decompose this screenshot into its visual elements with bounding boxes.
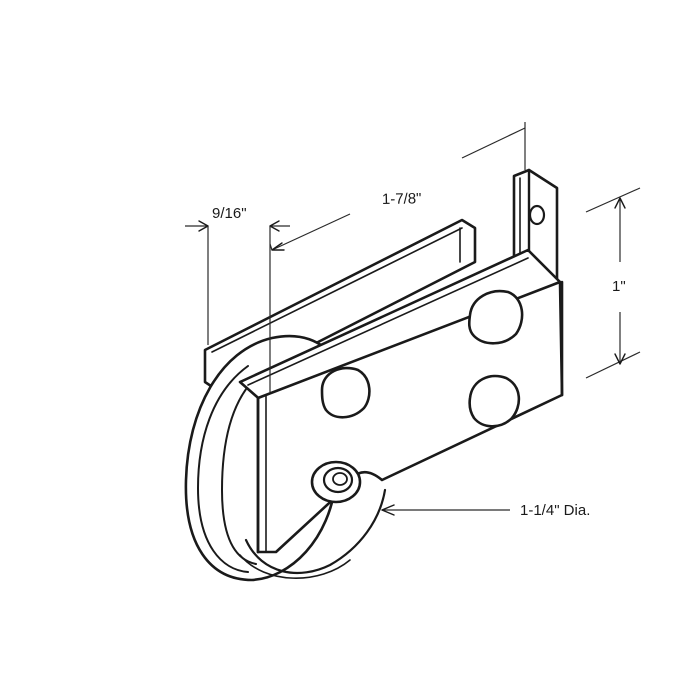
dimension-width: 1-7/8" [269,122,526,251]
rivet-top-right [467,289,524,345]
label-wheel-diameter: 1-1/4" Dia. [520,502,590,519]
rivets [320,289,524,428]
label-thickness: 9/16" [212,205,247,222]
callout-wheel-diameter: 1-1/4" Dia. [381,502,590,519]
rivet-middle-left [320,366,371,419]
label-width: 1-7/8" [382,190,422,208]
label-height: 1" [612,278,626,295]
dimension-thickness: 9/16" [185,205,290,392]
tab-hole [528,204,546,226]
rivet-bottom-right [468,374,521,428]
dimension-height: 1" [585,187,641,379]
axle-bushing [310,460,362,504]
